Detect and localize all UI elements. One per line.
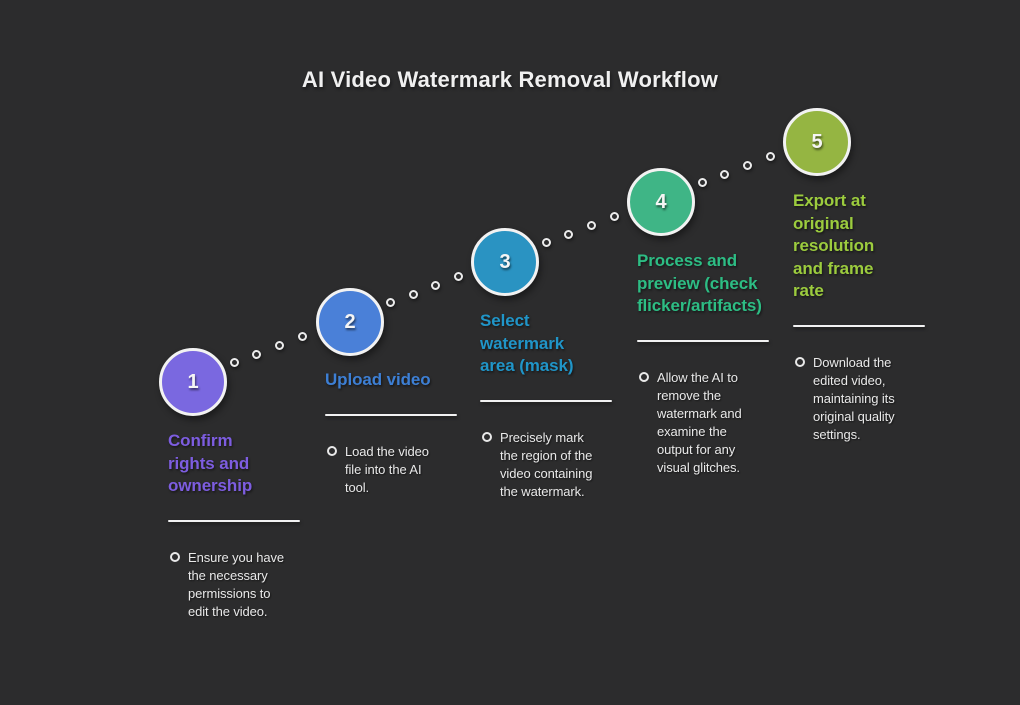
step-5-description: Download the edited video, maintaining i… (813, 355, 895, 442)
connector-dot (454, 272, 463, 281)
step-2-separator (325, 413, 457, 416)
step-2-description: Load the video file into the AI tool. (345, 444, 429, 495)
step-3-separator (480, 399, 612, 402)
step-2-number: 2 (344, 310, 356, 333)
step-5-number: 5 (811, 130, 823, 153)
bullet-icon (327, 446, 337, 456)
connector-dot (252, 350, 261, 359)
diagram-title: AI Video Watermark Removal Workflow (301, 66, 719, 92)
step-5-column: Export at original resolution and frame … (793, 190, 929, 444)
step-4-number: 4 (655, 190, 667, 213)
step-3-item: Precisely mark the region of the video c… (480, 429, 616, 501)
step-1-circle: 1 (159, 348, 227, 416)
step-1-heading: Confirm rights and ownership (168, 431, 253, 495)
connector-dot (564, 230, 573, 239)
step-2-heading: Upload video (325, 370, 431, 389)
connector-dot (720, 170, 729, 179)
step-2-column: Upload video Load the video file into th… (325, 369, 461, 497)
bullet-icon (482, 432, 492, 442)
connector-dot (230, 358, 239, 367)
connector-dot (298, 332, 307, 341)
step-4-circle: 4 (627, 168, 695, 236)
bullet-icon (170, 552, 180, 562)
bullet-icon (639, 372, 649, 382)
step-4-column: Process and preview (check flicker/artif… (637, 250, 773, 477)
step-2-item: Load the video file into the AI tool. (325, 443, 461, 497)
connector-dot (587, 221, 596, 230)
connector-dot (698, 178, 707, 187)
connector-dot (431, 281, 440, 290)
step-4-item: Allow the AI to remove the watermark and… (637, 369, 773, 477)
connector-dot (743, 161, 752, 170)
step-5-circle: 5 (783, 108, 851, 176)
connector-dot (386, 298, 395, 307)
step-1-separator (168, 519, 300, 522)
bullet-icon (795, 357, 805, 367)
step-3-number: 3 (499, 250, 511, 273)
step-3-description: Precisely mark the region of the video c… (500, 430, 593, 499)
step-3-column: Select watermark area (mask) Precisely m… (480, 310, 616, 501)
step-3-heading: Select watermark area (mask) (480, 311, 574, 375)
connector-dot (542, 238, 551, 247)
connector-dot (766, 152, 775, 161)
connector-dot (409, 290, 418, 299)
step-3-circle: 3 (471, 228, 539, 296)
step-5-item: Download the edited video, maintaining i… (793, 354, 929, 444)
step-1-description: Ensure you have the necessary permission… (188, 550, 285, 619)
step-5-separator (793, 324, 925, 327)
step-4-separator (637, 339, 769, 342)
connector-dot (610, 212, 619, 221)
step-1-number: 1 (187, 370, 199, 393)
step-1-item: Ensure you have the necessary permission… (168, 549, 304, 621)
step-1-column: Confirm rights and ownership Ensure you … (168, 430, 304, 621)
step-4-description: Allow the AI to remove the watermark and… (657, 370, 742, 475)
step-5-heading: Export at original resolution and frame … (793, 191, 875, 300)
step-2-circle: 2 (316, 288, 384, 356)
connector-dot (275, 341, 284, 350)
step-4-heading: Process and preview (check flicker/artif… (637, 251, 762, 315)
